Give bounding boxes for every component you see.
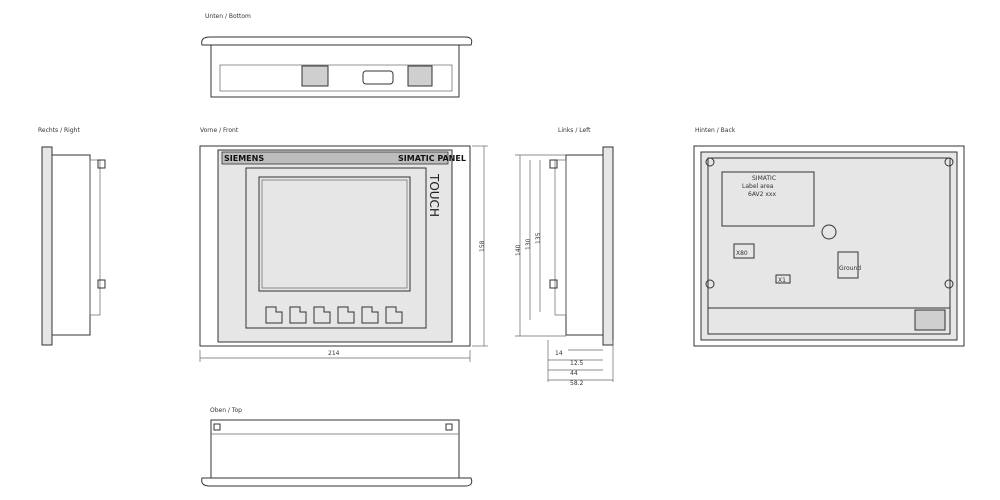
width-dimension: 214 [328,350,340,357]
left-clip-top [549,159,558,169]
top-housing [210,419,460,479]
depth-dim-1: 14 [555,350,563,357]
top-bezel [201,477,473,487]
depth-dim-2: 12.5 [570,360,584,367]
back-terminal-block [914,309,946,331]
rating-plate-line-1: SIMATIC [752,175,776,182]
front-view: Vorne / Front SIEMENS SIMATIC PANEL TOUC… [199,127,488,362]
back-view: Hinten / Back SIMATIC Label area 6AV2 xx… [693,127,965,347]
function-key-3 [313,306,331,324]
power-connector [407,65,433,87]
back-small-label [733,243,755,259]
rating-plate [721,171,815,227]
top-clip-left [213,423,221,431]
side-dim-3: 135 [535,232,542,244]
display-area [261,179,408,289]
screw-top-left [705,157,715,167]
right-housing [51,154,91,336]
function-key-6 [385,306,403,324]
depth-dim-3: 44 [570,370,578,377]
right-view: Rechts / Right [38,127,106,346]
right-clip-bottom [97,279,106,289]
screw-top-right [944,157,954,167]
right-clip-top [97,159,106,169]
display-screen [258,176,411,292]
left-clip-bottom [549,279,558,289]
top-view-label: Oben / Top [210,407,242,414]
bottom-bezel [201,36,473,46]
function-key-2 [289,306,307,324]
back-view-label: Hinten / Back [695,127,736,134]
screw-mid-right [944,279,954,289]
function-key-5 [361,306,379,324]
front-top-strip [221,151,449,165]
product-name: SIMATIC PANEL [398,154,466,163]
depth-dim-4: 58.2 [570,380,584,387]
right-bezel [41,146,53,346]
ground-label: Ground [839,265,861,272]
side-dim-2: 130 [525,238,532,250]
back-small-label-text: X80 [736,250,748,257]
bottom-view: Unten / Bottom [201,13,473,98]
right-step [89,159,101,316]
back-housing [700,151,958,341]
function-key-1 [265,306,283,324]
left-view: Links / Left 140 130 135 14 12.5 44 58.2 [515,127,614,387]
screw-mid-left [705,279,715,289]
left-bezel [602,146,614,346]
bottom-housing [210,44,460,98]
bottom-connector-strip [219,64,453,92]
back-connector [775,274,791,284]
front-outer-frame [199,145,471,347]
left-housing [565,154,604,336]
back-round-port [821,224,837,240]
side-dim-1: 140 [515,244,522,256]
left-step [554,159,567,316]
serial-port [362,70,394,85]
front-view-label: Vorne / Front [200,127,239,134]
front-bezel [217,149,453,343]
height-dimension: 158 [479,240,486,252]
back-connector-text: X1 [778,277,786,284]
rating-plate-line-3: 6AV2 xxx [748,191,776,198]
right-view-label: Rechts / Right [38,127,80,134]
top-view: Oben / Top [201,407,473,487]
top-clip-right [445,423,453,431]
touch-label: TOUCH [427,173,441,217]
brand-logo: SIEMENS [224,154,264,163]
back-bottom-strip [707,307,951,335]
bottom-view-label: Unten / Bottom [205,13,251,20]
ground-label-plate [837,251,859,279]
left-view-label: Links / Left [558,127,591,134]
ethernet-port [301,65,329,87]
front-inner-panel [245,167,427,329]
rating-plate-line-2: Label area [742,183,774,190]
function-key-4 [337,306,355,324]
function-keys [265,306,403,324]
back-outer-frame [693,145,965,347]
